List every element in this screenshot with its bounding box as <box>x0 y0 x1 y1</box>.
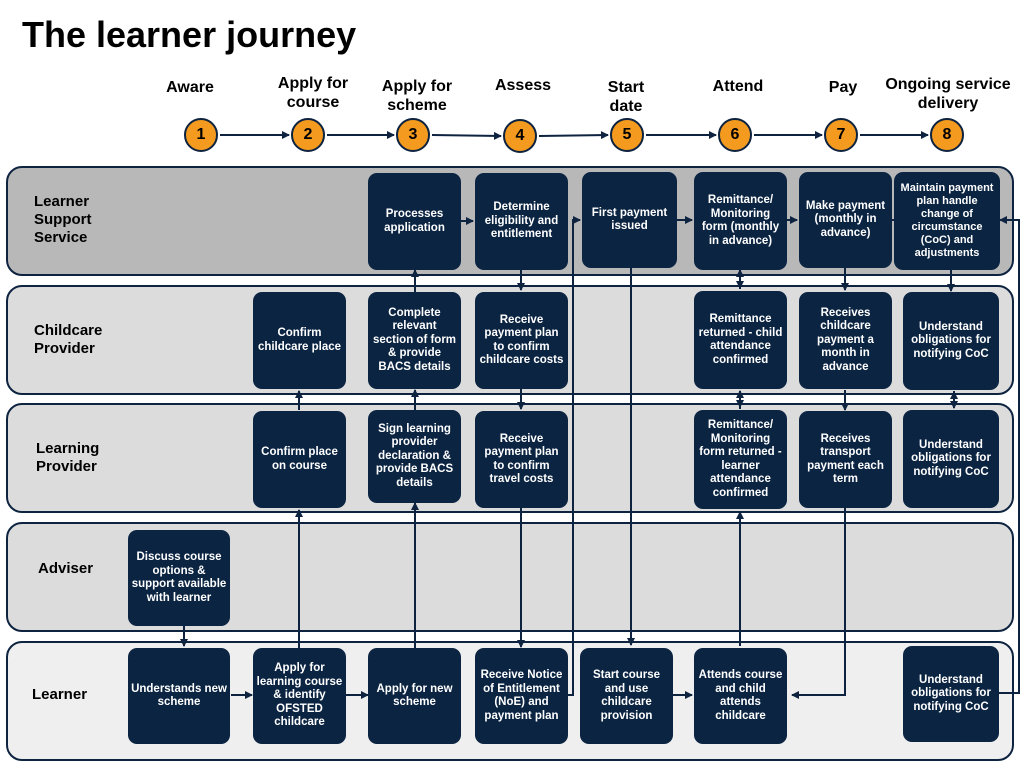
stage-label-apply-scheme: Apply for scheme <box>381 78 453 114</box>
stage-label-attend: Attend <box>712 78 764 95</box>
stage-number-5: 5 <box>610 118 644 152</box>
lane-label-childcare-provider: Childcare Provider <box>34 322 103 357</box>
stage-number-3: 3 <box>396 118 430 152</box>
understand-coc-learner-box: Understand obligations for notifying CoC <box>903 646 999 742</box>
stage-label-aware: Aware <box>166 79 214 96</box>
discuss-options-box: Discuss course options & support availab… <box>128 530 230 626</box>
maintain-plan-box: Maintain payment plan handle change of c… <box>894 172 1000 270</box>
sign-declaration-box: Sign learning provider declaration & pro… <box>368 410 461 503</box>
remittance-returned-learner-box: Remittance/ Monitoring form returned - l… <box>694 410 787 509</box>
stage-number-8: 8 <box>930 118 964 152</box>
page-title: The learner journey <box>22 14 357 55</box>
understands-scheme-box: Understands new scheme <box>128 648 230 744</box>
understand-coc-learning-box: Understand obligations for notifying CoC <box>903 410 999 508</box>
processes-application-box: Processes application <box>368 173 461 270</box>
confirm-course-box: Confirm place on course <box>253 411 346 508</box>
remittance-form-box: Remittance/ Monitoring form (monthly in … <box>694 172 787 270</box>
stage-number-4: 4 <box>503 119 537 153</box>
lane-label-learner: Learner <box>32 686 88 703</box>
lane-label-adviser: Adviser <box>38 560 94 577</box>
stage-number-6: 6 <box>718 118 752 152</box>
stage-label-assess: Assess <box>494 77 552 94</box>
lane-label-learner-support-service: Learner Support Service <box>34 193 92 246</box>
stage-label-start-date: Start date <box>607 79 645 115</box>
apply-scheme-box: Apply for new scheme <box>368 648 461 744</box>
receive-plan-childcare-box: Receive payment plan to confirm childcar… <box>475 292 568 389</box>
stage-number-1: 1 <box>184 118 218 152</box>
lane-label-learning-provider: Learning Provider <box>36 440 100 475</box>
stage-number-7: 7 <box>824 118 858 152</box>
stage-label-ongoing: Ongoing service delivery <box>885 76 1011 112</box>
stage-label-pay: Pay <box>828 79 858 96</box>
first-payment-box: First payment issued <box>582 172 677 268</box>
receives-transport-box: Receives transport payment each term <box>799 411 892 508</box>
receive-plan-travel-box: Receive payment plan to confirm travel c… <box>475 411 568 508</box>
attends-box: Attends course and child attends childca… <box>694 648 787 744</box>
start-course-box: Start course and use childcare provision <box>580 648 673 744</box>
remittance-returned-child-box: Remittance returned - child attendance c… <box>694 291 787 389</box>
receives-childcare-payment-box: Receives childcare payment a month in ad… <box>799 292 892 389</box>
make-payment-box: Make payment (monthly in advance) <box>799 172 892 268</box>
apply-course-box: Apply for learning course & identify OFS… <box>253 648 346 744</box>
stage-number-2: 2 <box>291 118 325 152</box>
understand-coc-childcare-box: Understand obligations for notifying CoC <box>903 292 999 390</box>
determine-eligibility-box: Determine eligibility and entitlement <box>475 173 568 270</box>
stage-label-apply-course: Apply for course <box>277 75 349 111</box>
complete-section-box: Complete relevant section of form & prov… <box>368 292 461 389</box>
confirm-childcare-box: Confirm childcare place <box>253 292 346 389</box>
receive-noe-box: Receive Notice of Entitlement (NoE) and … <box>475 648 568 744</box>
